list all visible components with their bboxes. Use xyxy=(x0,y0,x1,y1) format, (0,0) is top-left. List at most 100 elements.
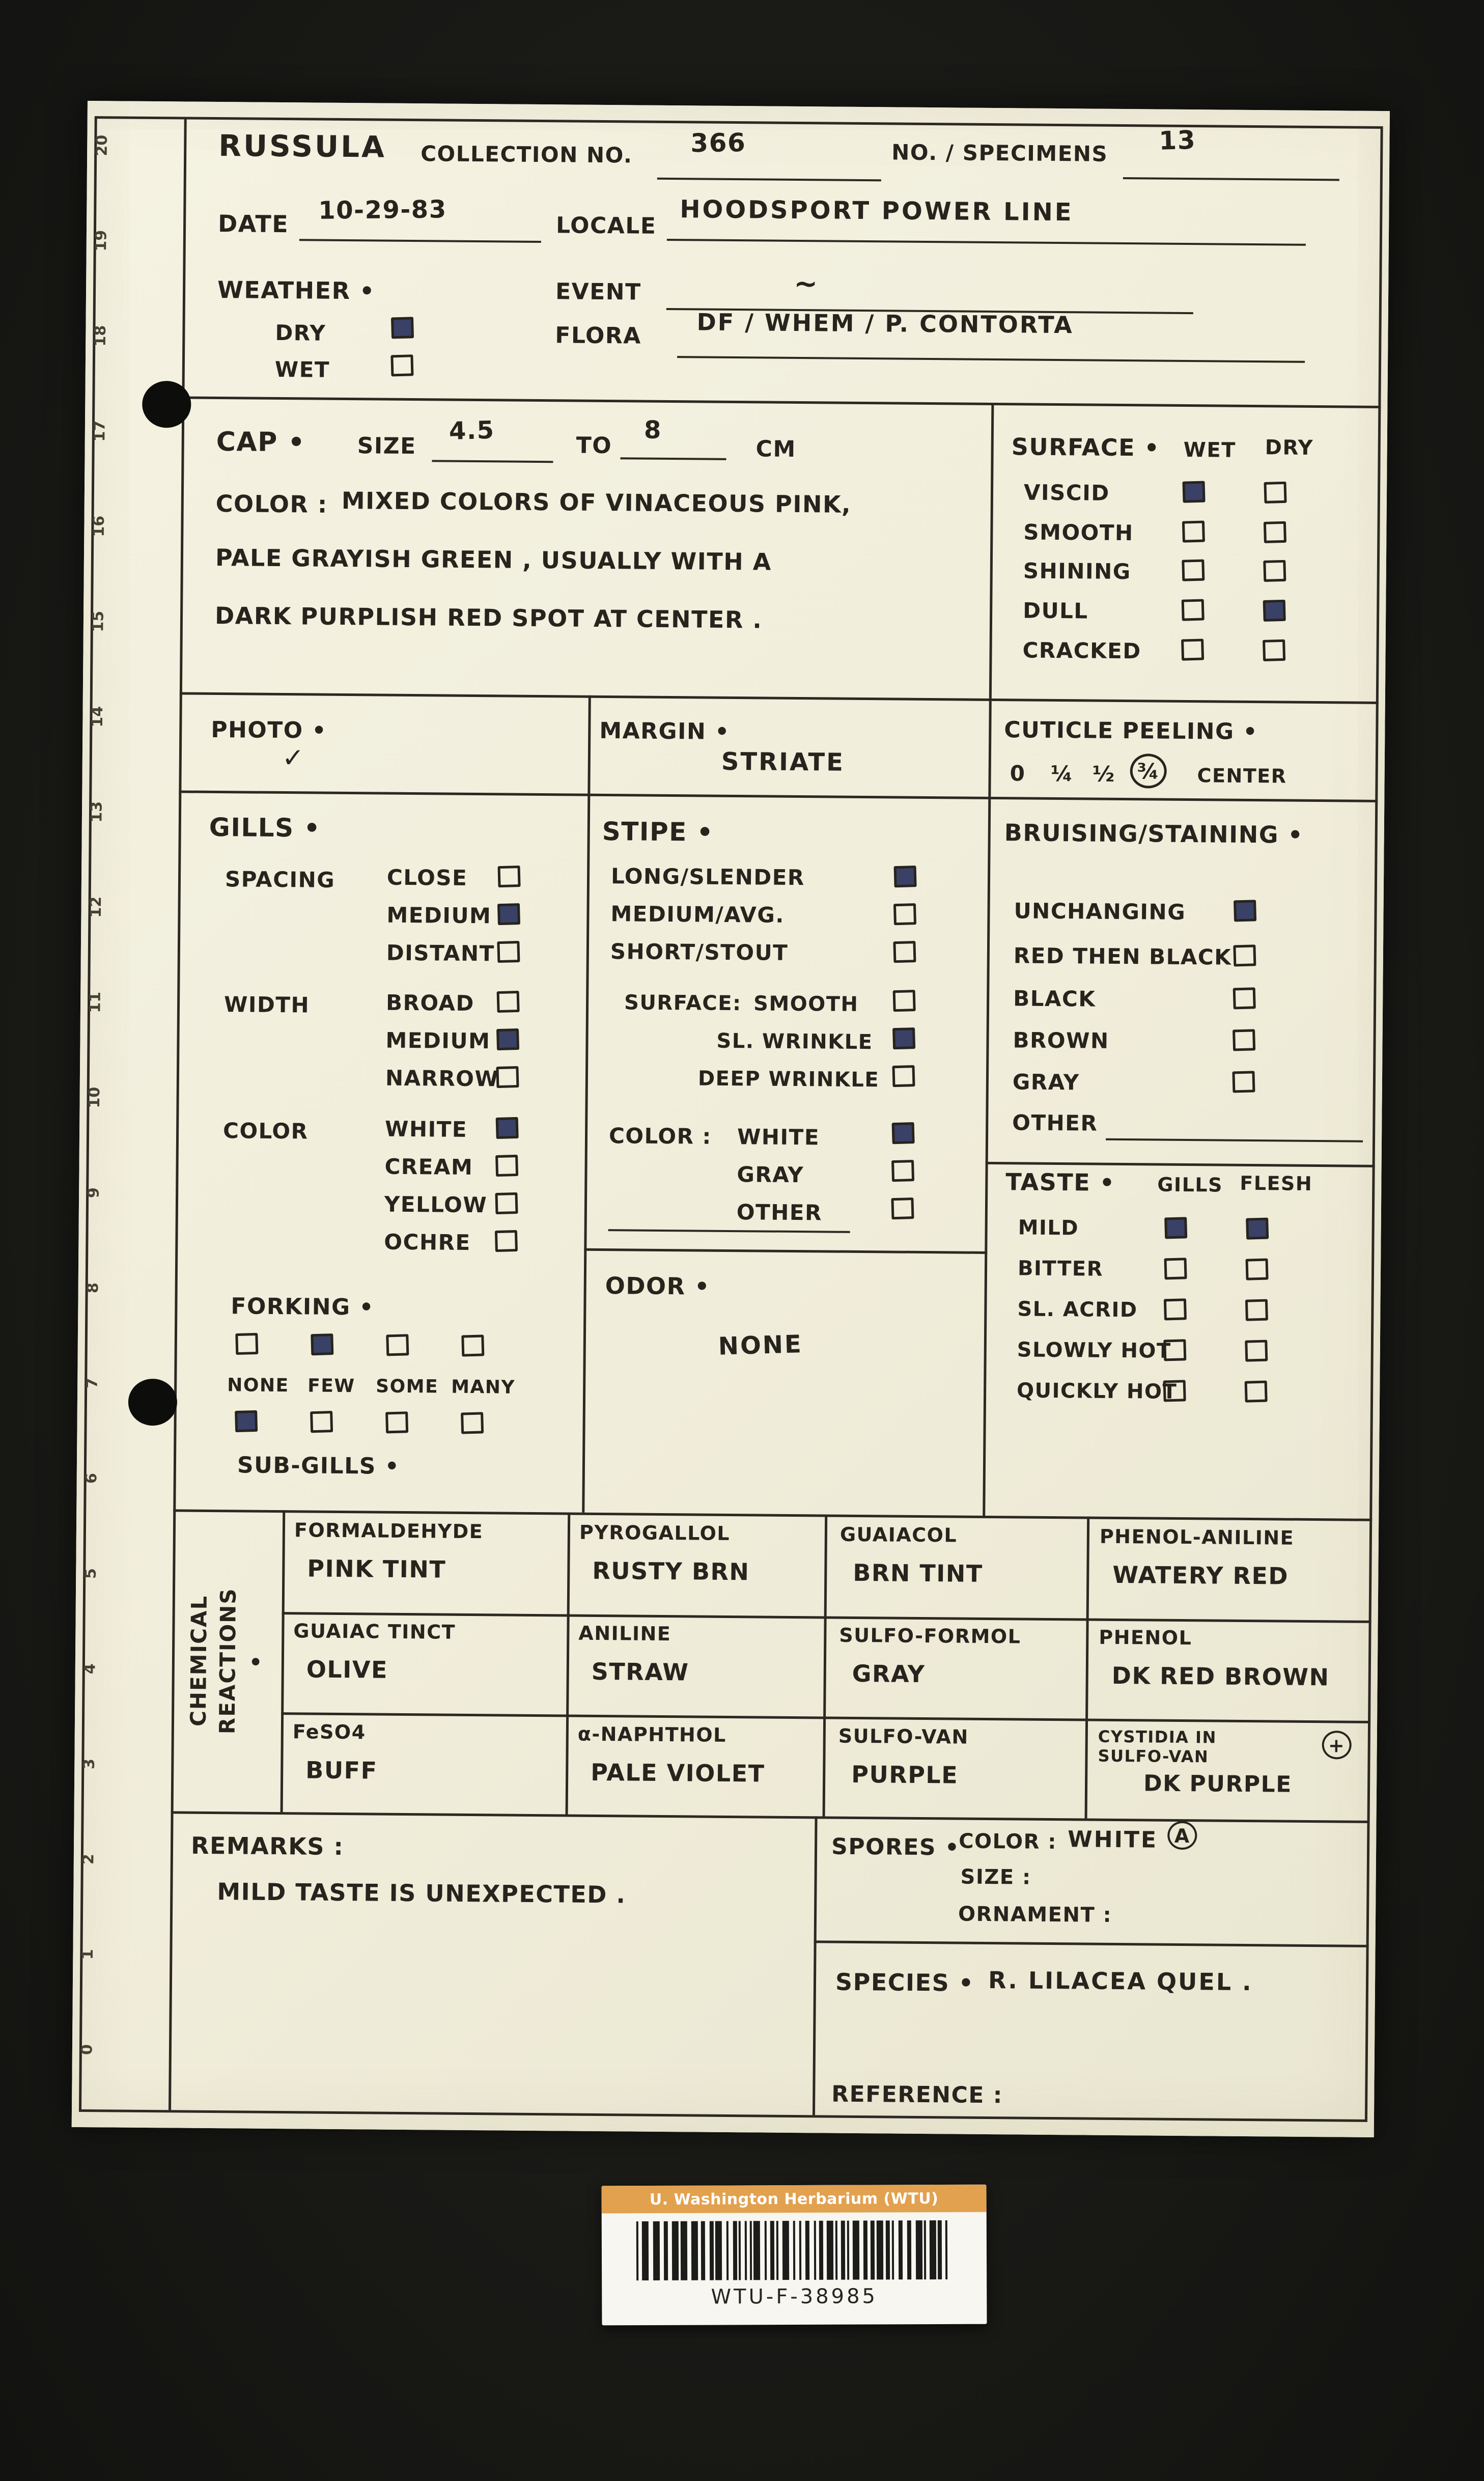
checkbox xyxy=(497,865,521,888)
reagent-result: DK PURPLE xyxy=(1143,1770,1292,1798)
locale-label: LOCALE xyxy=(555,212,657,239)
row-label: LONG/SLENDER xyxy=(610,863,805,890)
row-label: OTHER xyxy=(736,1200,823,1225)
chem-cell-cystidia: CYSTIDIA IN SULFO-VAN + DK PURPLE xyxy=(1098,1727,1365,1823)
stipe-long-slender: LONG/SLENDER xyxy=(611,863,942,895)
cap-color-line2: PALE GRAYISH GREEN , USUALLY WITH A xyxy=(215,543,772,576)
surface-section-label: SURFACE • xyxy=(1011,433,1160,462)
row-label: CLOSE xyxy=(386,865,468,890)
checkbox xyxy=(893,866,917,888)
blank-line xyxy=(432,460,553,463)
checkbox xyxy=(495,1154,519,1177)
row-label: WHITE xyxy=(737,1124,820,1150)
event-value: ~ xyxy=(793,267,819,301)
row-label: SMOOTH xyxy=(1023,519,1134,546)
checkbox xyxy=(891,1160,915,1182)
row-label: SHINING xyxy=(1023,558,1131,584)
cap-size-to: 8 xyxy=(643,415,662,444)
forking-opt-some: SOME xyxy=(376,1376,439,1398)
flora-label: FLORA xyxy=(555,322,641,349)
gills-spacing-close: CLOSE xyxy=(387,865,575,895)
rule-line xyxy=(1084,1516,1090,1819)
chem-label-line2: REACTIONS • xyxy=(214,1587,269,1735)
row-label: NARROW xyxy=(385,1065,499,1092)
cuticle-opt-half: ½ xyxy=(1092,761,1115,787)
reagent-label: ANILINE xyxy=(578,1622,671,1646)
ruler-number: 14 xyxy=(88,706,107,728)
stipe-short-stout: SHORT/STOUT xyxy=(610,939,941,970)
checkbox xyxy=(1234,900,1257,922)
rule-line xyxy=(79,2109,1367,2122)
reagent-result: PINK TINT xyxy=(307,1554,446,1583)
stipe-surface-label: SURFACE: xyxy=(624,991,742,1016)
checkbox xyxy=(496,1028,520,1051)
checkbox xyxy=(497,940,520,963)
checkbox xyxy=(1164,1258,1187,1280)
cap-color-line3: DARK PURPLISH RED SPOT AT CENTER . xyxy=(214,601,763,634)
ruler-number: 9 xyxy=(85,1187,103,1198)
bruising-brown: BROWN xyxy=(1013,1027,1369,1060)
checkbox xyxy=(1246,1217,1269,1240)
weather-wet-label: WET xyxy=(274,356,330,382)
surface-row-viscid: VISCID xyxy=(1024,480,1375,511)
row-label: MEDIUM xyxy=(386,902,492,929)
subgills-checkbox xyxy=(235,1410,258,1433)
bruising-red-then-black: RED THEN BLACK xyxy=(1014,943,1370,975)
herbarium-label: U. Washington Herbarium (WTU) WTU-F-3898… xyxy=(601,2184,987,2326)
blank-line xyxy=(1123,177,1339,181)
reagent-label: PHENOL-ANILINE xyxy=(1099,1525,1295,1549)
odor-value: NONE xyxy=(718,1330,803,1361)
chem-cell-pyrogallol: PYROGALLOL RUSTY BRN xyxy=(579,1521,829,1618)
event-label: EVENT xyxy=(555,278,641,305)
forking-checkbox xyxy=(311,1333,334,1356)
ruler-number: 18 xyxy=(91,325,110,347)
checkbox xyxy=(494,1230,518,1252)
ruler-number: 0 xyxy=(78,2044,96,2055)
blank-line xyxy=(620,457,726,460)
stipe-medium-avg: MEDIUM/AVG. xyxy=(610,901,941,932)
row-label: YELLOW xyxy=(384,1191,488,1218)
reagent-label: FORMALDEHYDE xyxy=(294,1519,484,1543)
reagent-label: CYSTIDIA IN SULFO-VAN xyxy=(1098,1726,1217,1767)
reagent-result: BRN TINT xyxy=(853,1558,983,1587)
cap-color-label: COLOR : xyxy=(215,490,328,518)
chem-cell-sulfo-formol: SULFO-FORMOL GRAY xyxy=(838,1624,1083,1720)
checkbox xyxy=(1164,1217,1188,1239)
gills-spacing-distant: DISTANT xyxy=(386,940,575,970)
row-label: SHORT/STOUT xyxy=(610,939,789,965)
ruler-number: 13 xyxy=(88,801,106,823)
row-label: UNCHANGING xyxy=(1014,898,1186,925)
ruler-number: 8 xyxy=(84,1283,102,1294)
reagent-label: SULFO-FORMOL xyxy=(839,1624,1021,1648)
rule-line xyxy=(182,396,1381,408)
subgills-checkbox xyxy=(461,1412,484,1434)
checkbox xyxy=(1263,521,1286,543)
ruler-number: 7 xyxy=(83,1378,101,1389)
gills-color-ochre: OCHRE xyxy=(384,1230,572,1260)
flora-value: DF / WHEM / P. CONTORTA xyxy=(696,308,1074,339)
surface-row-shining: SHINING xyxy=(1023,558,1375,589)
specimens-value: 13 xyxy=(1158,125,1196,156)
cuticle-label: CUTICLE PEELING • xyxy=(1004,717,1258,745)
blank-line xyxy=(1106,1138,1363,1142)
bruising-section-label: BRUISING/STAINING • xyxy=(1004,819,1304,849)
odor-label: ODOR • xyxy=(605,1272,711,1300)
checkbox xyxy=(497,903,521,926)
chemical-reactions-label: CHEMICAL REACTIONS • xyxy=(174,1512,283,1810)
remarks-label: REMARKS : xyxy=(190,1831,344,1861)
margin-value: STRIATE xyxy=(721,747,845,777)
chem-label-line1: CHEMICAL xyxy=(185,1595,212,1727)
checkbox xyxy=(1232,1071,1255,1093)
ruler-number: 16 xyxy=(90,515,108,537)
checkbox xyxy=(495,1117,519,1139)
surface-row-dull: DULL xyxy=(1023,598,1374,629)
rule-line xyxy=(584,1248,988,1254)
checkbox xyxy=(1182,520,1205,543)
row-label: VISCID xyxy=(1023,480,1110,506)
checkbox xyxy=(1244,1380,1268,1403)
row-label: SL. ACRID xyxy=(1017,1297,1138,1322)
row-label: BLACK xyxy=(1013,986,1096,1012)
forking-opt-none: NONE xyxy=(227,1375,289,1397)
chem-cell-formaldehyde: FORMALDEHYDE PINK TINT xyxy=(294,1519,562,1615)
margin-label: MARGIN • xyxy=(599,717,730,745)
